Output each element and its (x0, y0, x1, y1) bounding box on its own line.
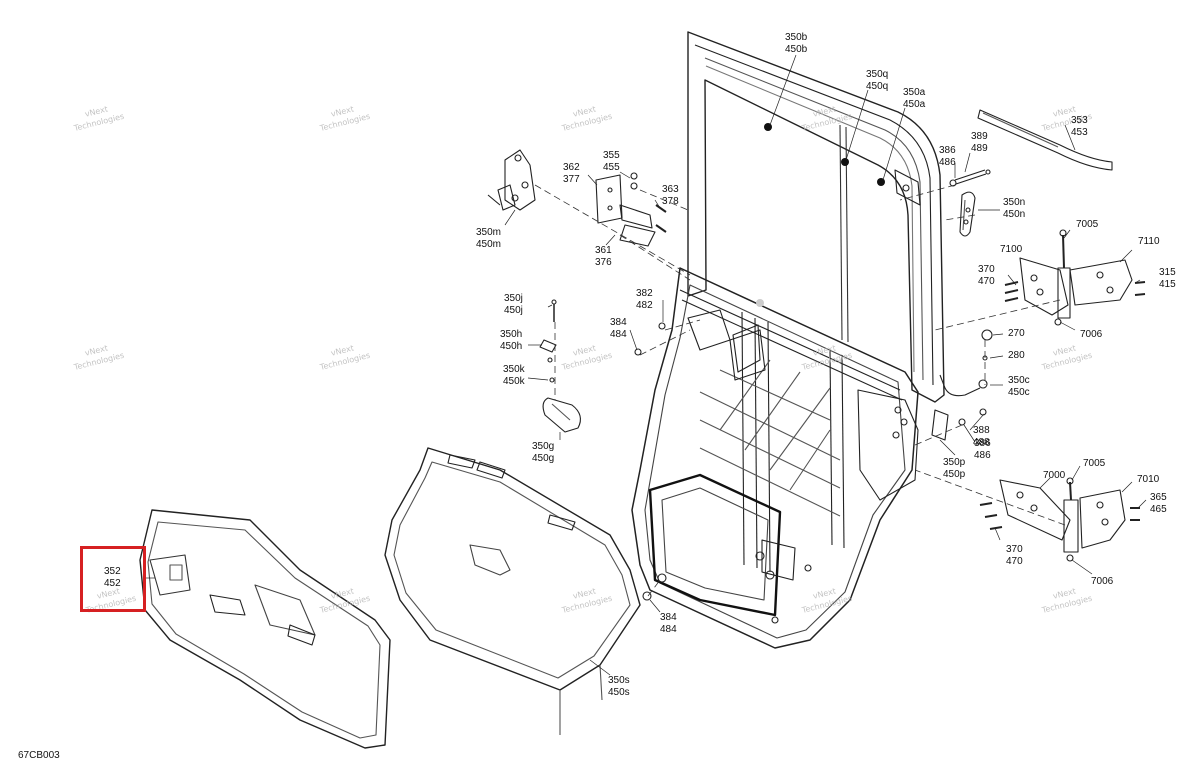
part-label-280: 280 (1008, 350, 1025, 361)
part-label-7005: 7005 (1083, 458, 1106, 469)
window-marker-dot (841, 158, 849, 166)
striker-350m (487, 149, 536, 211)
part-label-7000: 7000 (1043, 470, 1066, 481)
part-label-270: 270 (1008, 328, 1025, 339)
door-trim-panel (139, 509, 391, 749)
bolt-389 (949, 169, 991, 187)
hinge-upper (1004, 229, 1146, 326)
latch-plate-362 (595, 172, 667, 247)
label-leaders (145, 54, 1147, 676)
door-inner-panel (384, 447, 641, 735)
part-label-7010: 7010 (1137, 474, 1160, 485)
part-label-7100: 7100 (1000, 244, 1023, 255)
part-label-7110: 7110 (1138, 236, 1160, 247)
part-label-7005: 7005 (1076, 219, 1099, 230)
leader-lines (534, 184, 1066, 597)
hinge-lower (979, 477, 1140, 562)
handle-350n (959, 191, 976, 237)
door-lower-frame (631, 267, 919, 649)
window-marker-dot (877, 178, 885, 186)
highlight-box (80, 546, 146, 612)
window-marker-dot (764, 123, 772, 131)
part-label-7006: 7006 (1080, 329, 1103, 340)
lock-parts-350 (539, 299, 581, 433)
door-seal-strip (977, 109, 1113, 171)
diagram-code: 67CB003 (18, 750, 60, 761)
part-label-7006: 7006 (1091, 576, 1114, 587)
